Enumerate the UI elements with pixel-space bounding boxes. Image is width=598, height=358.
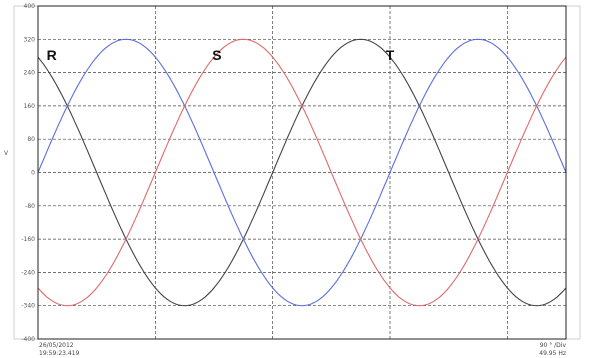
y-tick-label: 80 [27,136,35,143]
plot-border [37,5,567,340]
footer-date: 26/05/2012 [39,342,74,349]
y-tick-label: -400 [21,336,35,343]
phase-label-S: S [212,47,221,63]
series-line-R [37,38,567,307]
footer-frequency: 49.95 Hz [539,350,566,357]
footer-time: 19:59:23.419 [39,350,79,357]
phase-label-T: T [386,47,395,63]
y-tick-label: 160 [24,103,36,110]
y-tick-label: 320 [24,36,36,43]
y-tick-label: -240 [21,269,35,276]
y-tick-label: 0 [31,170,35,177]
y-tick-label: 240 [24,70,36,77]
y-axis-label: V [4,150,9,157]
y-tick-labels: 400 320 240 160 80 0 -80 -160 -240 -340 -400 [21,3,35,343]
grid [38,6,566,339]
footer-scale: 90 ° /Div [540,342,567,349]
y-tick-label: 400 [24,3,36,10]
series-line-S [37,38,567,307]
series-curves [37,38,567,307]
y-tick-label: -340 [21,303,35,310]
series-line-T [37,38,567,307]
y-tick-label: -80 [25,203,35,210]
phase-label-R: R [47,47,57,63]
phase-labels: R S T [47,47,395,63]
y-tick-label: -160 [21,236,35,243]
